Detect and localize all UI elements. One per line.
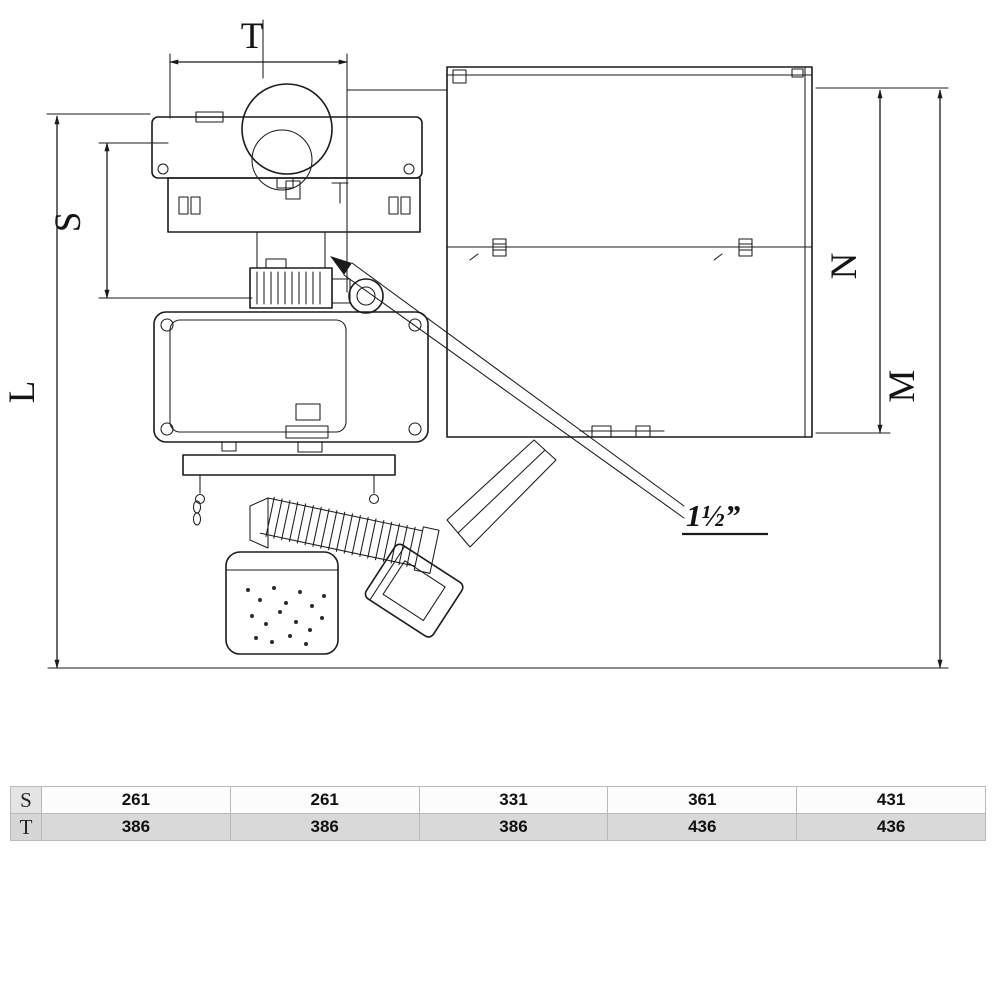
base-flange <box>182 454 396 526</box>
dim-label-n: N <box>824 253 865 280</box>
table-row-t: T 386 386 386 436 436 <box>10 813 986 841</box>
burner-assembly <box>151 83 429 526</box>
dim-label-s: S <box>48 212 89 233</box>
gas-valve-block <box>249 231 333 309</box>
table-row-s: S 261 261 331 361 431 <box>10 786 986 814</box>
technical-drawing: T S L N M 1½” <box>2 16 949 669</box>
table-cell: 386 <box>418 813 609 841</box>
table-cell: 361 <box>607 786 798 814</box>
callout-label: 1½” <box>686 498 740 533</box>
blast-duct <box>446 439 557 548</box>
callout-pipe-size: 1½” <box>330 256 768 536</box>
dimension-M: M <box>47 87 949 669</box>
row-label-t: T <box>10 813 42 841</box>
dim-label-l: L <box>2 381 43 404</box>
dimension-S: S <box>48 142 253 299</box>
row-label-s: S <box>10 786 42 814</box>
sight-glass <box>348 278 384 314</box>
bottom-bracket <box>579 425 665 438</box>
table-cell: 261 <box>41 786 231 814</box>
dimension-T: T <box>169 16 348 293</box>
dim-label-m: M <box>882 370 923 403</box>
table-cell: 331 <box>418 786 609 814</box>
table-cell: 431 <box>796 786 986 814</box>
dims-table: S 261 261 331 361 431 T 386 386 386 436 … <box>10 786 986 841</box>
dimension-table: S 261 261 331 361 431 T 386 386 386 436 … <box>10 786 986 841</box>
flexible-hose <box>259 496 440 574</box>
boiler-body <box>346 66 813 438</box>
bolt-detail-left <box>469 238 507 261</box>
pump-head <box>364 543 464 638</box>
table-cell: 386 <box>229 813 420 841</box>
dimension-L: L <box>2 113 151 669</box>
control-box <box>153 311 429 453</box>
dimension-N: N <box>815 89 891 434</box>
pump-assembly <box>225 439 557 655</box>
dim-label-t: T <box>241 16 264 57</box>
callout-arrowhead <box>330 256 352 275</box>
table-cell: 386 <box>41 813 231 841</box>
table-cell: 261 <box>229 786 420 814</box>
table-cell: 436 <box>607 813 798 841</box>
bolt-detail-right <box>713 238 753 261</box>
table-cell: 436 <box>796 813 986 841</box>
motor-body <box>225 551 339 655</box>
